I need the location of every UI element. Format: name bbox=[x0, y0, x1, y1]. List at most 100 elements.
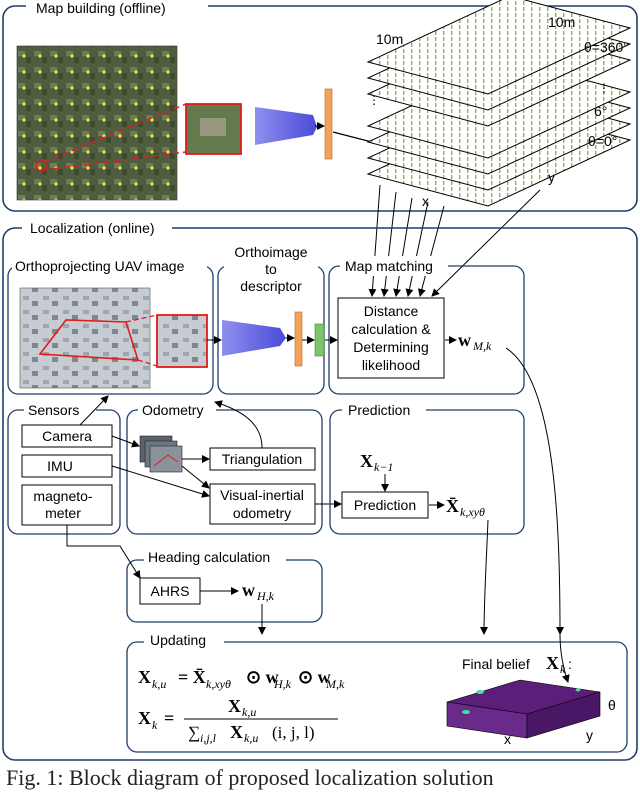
sensors-title-bg bbox=[24, 400, 96, 420]
eq2-den-args: (i, j, l) bbox=[272, 723, 315, 742]
eq1-rhs: = X̄ bbox=[178, 667, 206, 687]
descriptor-title-line2: to bbox=[265, 261, 277, 277]
map-building-title: Map building (offline) bbox=[36, 0, 166, 16]
final-belief-subscript: k bbox=[560, 662, 566, 676]
eq2-den-rest: X bbox=[230, 722, 243, 742]
vio-line2: odometry bbox=[233, 505, 291, 521]
distance-line2: calculation & bbox=[351, 321, 431, 337]
map-matching-title: Map matching bbox=[345, 258, 433, 274]
stack-dots-lower: ⋮ bbox=[598, 81, 610, 95]
map-descriptor-stack bbox=[366, 0, 632, 207]
stack-axis-y-label: y bbox=[548, 169, 555, 185]
map-building-frame bbox=[2, 5, 638, 212]
sensors-title: Sensors bbox=[28, 402, 79, 418]
eq2-den-sub: i,j,l bbox=[200, 731, 217, 745]
belief-axis-y: y bbox=[586, 727, 593, 743]
odometry-title: Odometry bbox=[142, 402, 203, 418]
theta-step-label: 6° bbox=[594, 103, 607, 119]
eq1-odot2: ⊙ w bbox=[298, 667, 331, 687]
updating-title: Updating bbox=[150, 632, 206, 648]
x-bar-subscript: k,xyθ bbox=[460, 505, 485, 519]
descriptor-title-line1: Orthoimage bbox=[234, 244, 307, 260]
aerial-map-selected-point bbox=[35, 160, 47, 172]
crop-link-bottom bbox=[43, 151, 187, 171]
prediction-title: Prediction bbox=[348, 402, 410, 418]
w-h-symbol: w bbox=[242, 580, 255, 600]
magnetometer-line1: magneto- bbox=[33, 488, 92, 504]
cell-size-y-label: 10m bbox=[548, 14, 575, 30]
belief-axis-x: x bbox=[504, 731, 511, 747]
magnetometer-line2: meter bbox=[45, 505, 81, 521]
ortho-image bbox=[156, 314, 208, 368]
final-belief-symbol: X bbox=[546, 653, 559, 673]
prediction-title-bg bbox=[342, 400, 426, 420]
descriptor-online-vector bbox=[314, 323, 325, 357]
distance-line4: likelihood bbox=[362, 357, 420, 373]
w-h-subscript: H,k bbox=[256, 589, 275, 603]
x-bar-symbol: X̄ bbox=[446, 496, 459, 516]
w-m-symbol: w bbox=[458, 330, 471, 350]
eq2-lhs: X bbox=[138, 708, 151, 728]
eq1-lhs: X bbox=[138, 667, 151, 687]
final-belief-colon: : bbox=[568, 656, 572, 672]
eq1-lhs-sub: k,u bbox=[152, 677, 166, 691]
eq1-wh-sub: H,k bbox=[273, 677, 292, 691]
theta-top-label: θ=360° bbox=[584, 39, 629, 55]
eq1-odot1: ⊙ w bbox=[246, 667, 279, 687]
belief-axis-theta: θ bbox=[608, 697, 616, 713]
localization-frame bbox=[2, 227, 638, 761]
eq2-den: ∑ bbox=[188, 723, 200, 742]
cell-size-x-label: 10m bbox=[376, 31, 403, 47]
eq2-num-sub: k,u bbox=[242, 705, 256, 719]
x-prev-symbol: X bbox=[360, 451, 373, 471]
distance-line3: Determining bbox=[353, 339, 428, 355]
ortho-link-top bbox=[125, 314, 158, 323]
x-prev-subscript: k−1 bbox=[374, 460, 393, 474]
distance-box bbox=[337, 297, 445, 379]
localization-title: Localization (online) bbox=[30, 220, 155, 236]
eq1-rhs-sub: k,xyθ bbox=[206, 677, 231, 691]
prediction-inner-label: Prediction bbox=[354, 497, 416, 513]
prediction-block bbox=[329, 409, 525, 535]
imu-label: IMU bbox=[47, 458, 73, 474]
stack-to-matching-arrows bbox=[368, 184, 541, 297]
ahrs-label: AHRS bbox=[151, 583, 190, 599]
odometry-connections bbox=[79, 395, 342, 508]
odometry-title-bg bbox=[138, 400, 216, 420]
prediction-inner-box[interactable] bbox=[341, 491, 429, 519]
vio-line1: Visual-inertial bbox=[220, 487, 304, 503]
eq2-eq: = bbox=[164, 708, 174, 728]
magnetometer-box[interactable] bbox=[21, 484, 113, 526]
stack-axis-x-label: x bbox=[422, 193, 429, 209]
eq2-den-rest-sub: k,u bbox=[244, 731, 258, 745]
final-belief-cube bbox=[446, 679, 601, 739]
final-belief-label: Final belief bbox=[462, 656, 530, 672]
ortho-title-bg bbox=[12, 256, 207, 276]
triangulation-label: Triangulation bbox=[222, 451, 302, 467]
distance-line1: Distance bbox=[364, 303, 419, 319]
cnn-online-icon bbox=[222, 320, 286, 356]
eq2-lhs-sub: k bbox=[152, 718, 158, 732]
heading-title-bg bbox=[144, 548, 286, 568]
uav-image bbox=[19, 287, 151, 389]
descriptor-offline-bar bbox=[324, 88, 333, 160]
updating-block bbox=[126, 641, 628, 753]
odometry-block bbox=[126, 409, 323, 535]
ahrs-box[interactable] bbox=[139, 577, 201, 605]
crop-link-top bbox=[43, 103, 187, 163]
localization-title-bg bbox=[22, 218, 172, 238]
theta-bottom-label: θ=0° bbox=[588, 133, 617, 149]
ortho-link-bottom bbox=[137, 359, 158, 367]
eq1-wm-sub: M,k bbox=[325, 677, 345, 691]
cnn-offline-icon bbox=[255, 107, 317, 145]
eq2-num: X bbox=[228, 696, 241, 716]
image-sequence-icon bbox=[139, 435, 183, 473]
descriptor-title-line3: descriptor bbox=[240, 278, 302, 294]
ortho-title: Orthoprojecting UAV image bbox=[15, 258, 185, 274]
map-crop-detail bbox=[200, 118, 226, 136]
arrow-magnetometer-to-ahrs bbox=[66, 525, 141, 579]
updating-title-bg bbox=[144, 630, 224, 650]
w-m-subscript: M,k bbox=[472, 339, 492, 353]
map-building-title-bg bbox=[26, 0, 208, 18]
